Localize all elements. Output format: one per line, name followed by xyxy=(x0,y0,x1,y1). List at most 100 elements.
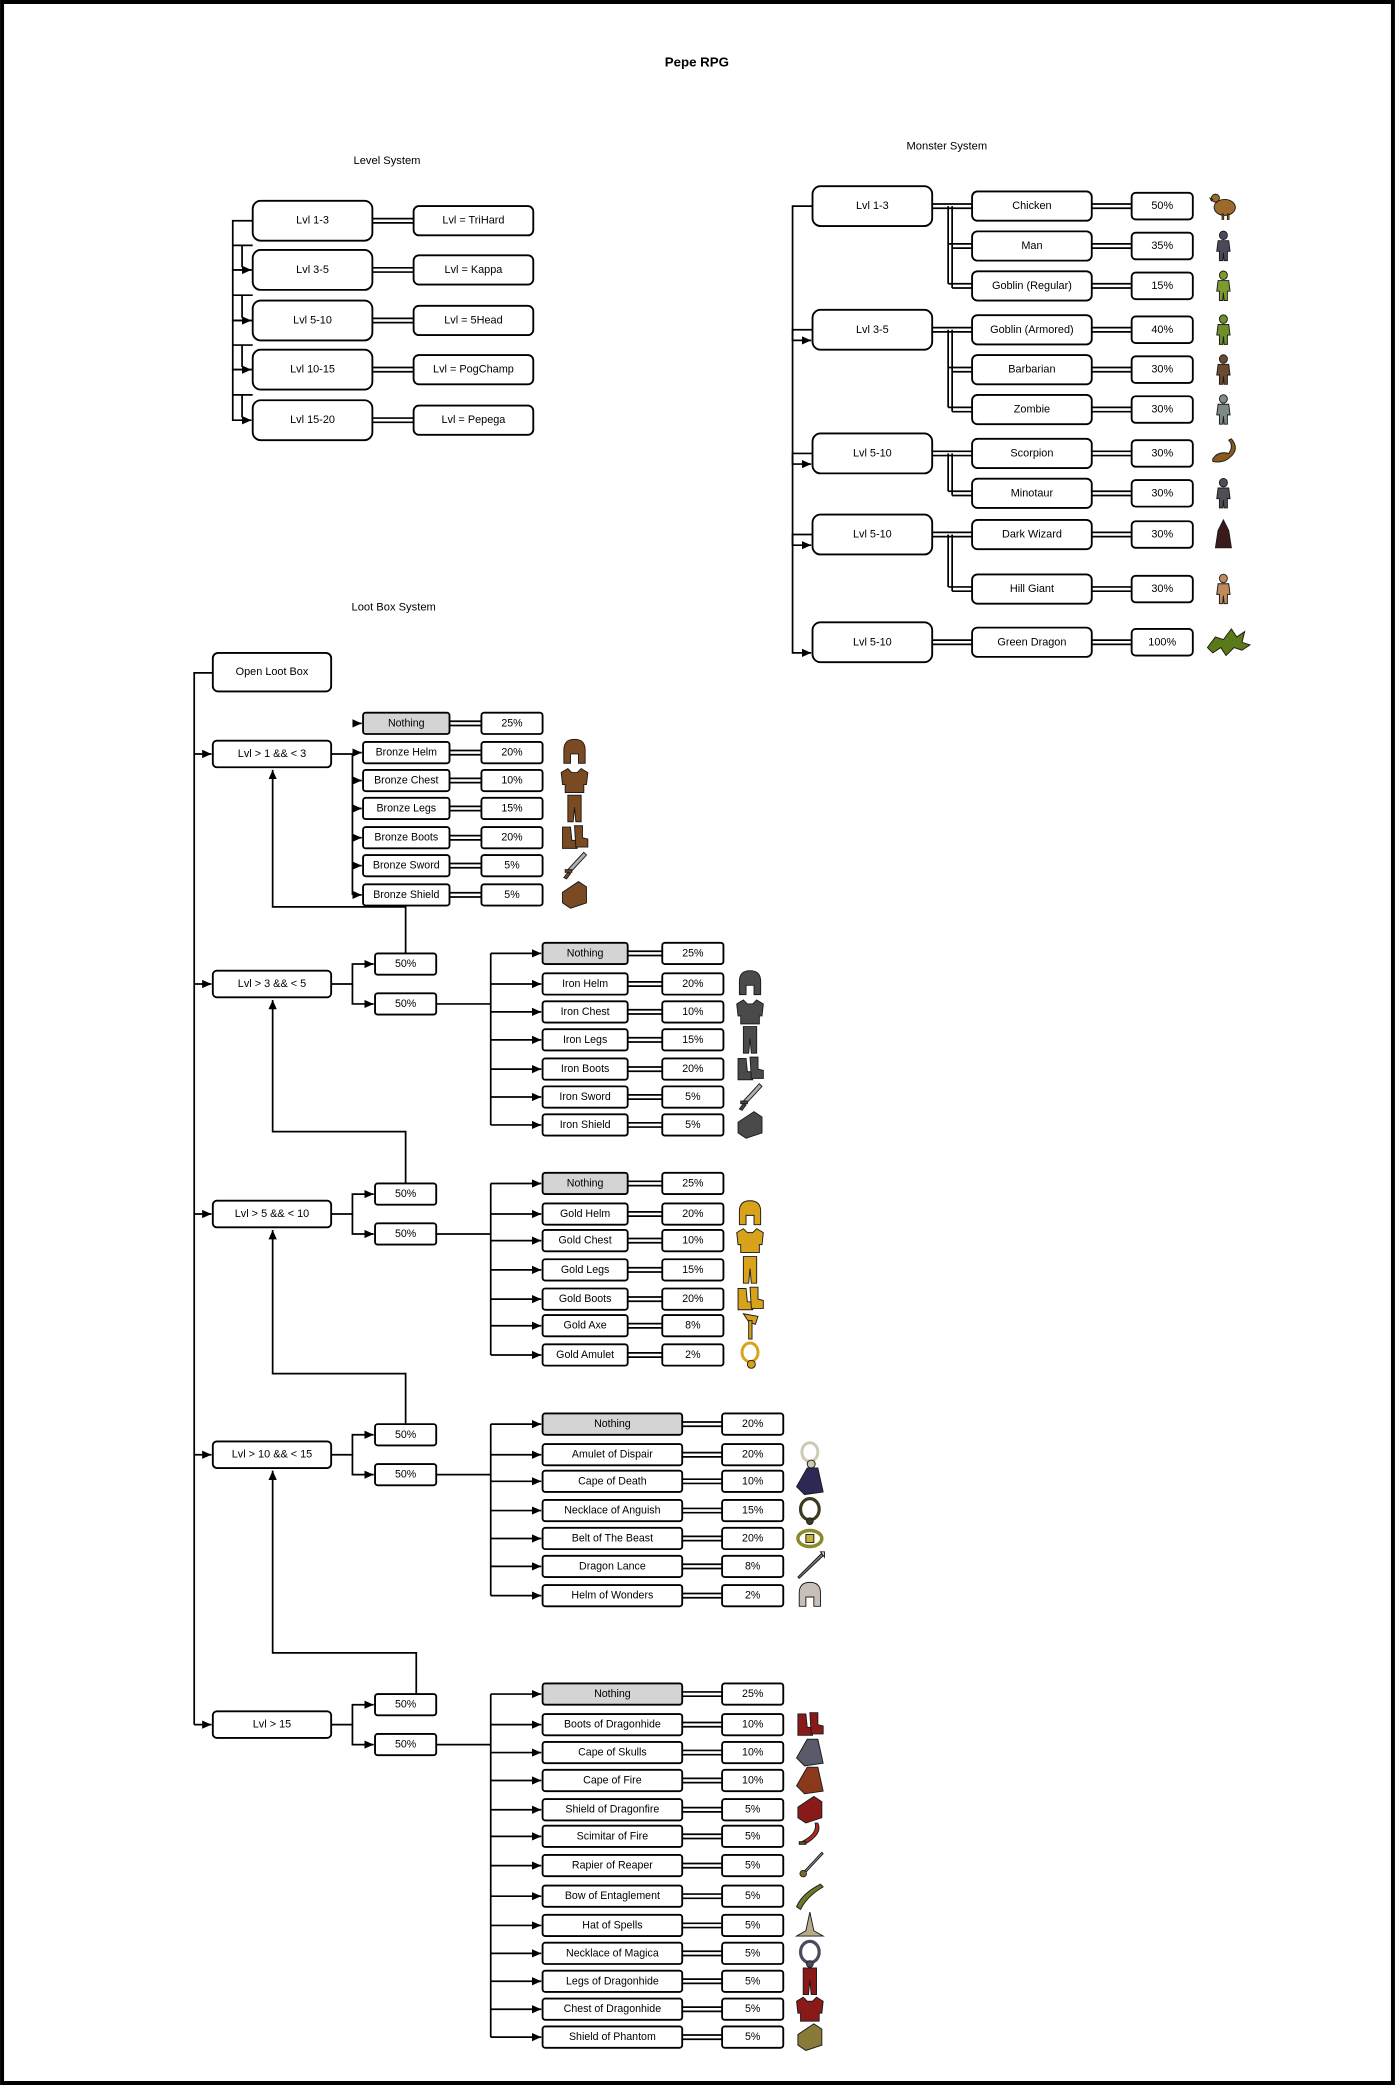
item-node xyxy=(541,1554,684,1578)
monster-chance-node xyxy=(1130,231,1194,261)
monster-chance-node xyxy=(1130,479,1194,508)
item-node xyxy=(541,1314,629,1338)
item-name: Cape of Death xyxy=(578,1475,647,1487)
monster-level-label: Lvl 1-3 xyxy=(856,200,889,212)
cape-icon xyxy=(795,1766,824,1795)
monster-name: Man xyxy=(1021,240,1042,252)
monster-chance: 15% xyxy=(1151,280,1173,292)
level-title-node xyxy=(412,205,535,237)
amulet-icon xyxy=(800,1441,820,1469)
item-chance: 20% xyxy=(682,1293,704,1305)
item-name: Nothing xyxy=(388,717,425,729)
item-chance-node xyxy=(721,1526,785,1551)
monster-chance-node xyxy=(1130,439,1194,468)
loot-box-heading: Loot Box System xyxy=(351,602,435,614)
item-chance-node xyxy=(661,1028,725,1052)
item-name: Rapier of Reaper xyxy=(572,1860,653,1872)
chestplate-icon xyxy=(736,999,764,1025)
item-node xyxy=(362,768,451,793)
open-loot-box-label: Open Loot Box xyxy=(236,666,309,678)
split-arrow xyxy=(351,983,374,1009)
monster-chance: 30% xyxy=(1151,447,1173,459)
monster-level-label: Lvl 3-5 xyxy=(856,324,889,336)
monster-node xyxy=(971,626,1093,658)
item-chance: 10% xyxy=(742,1475,764,1487)
monster-chance: 30% xyxy=(1151,364,1173,376)
monster-chance-node xyxy=(1130,628,1194,657)
item-chance: 20% xyxy=(742,1418,764,1430)
item-node xyxy=(541,1171,629,1196)
item-chance: 5% xyxy=(685,1119,701,1131)
item-chance-node xyxy=(721,1824,785,1848)
item-name: Gold Legs xyxy=(561,1264,609,1276)
tier-label: Lvl > 3 && < 5 xyxy=(238,978,306,990)
chicken-icon xyxy=(1209,193,1236,220)
split-chance: 50% xyxy=(395,1429,417,1441)
item-chance: 25% xyxy=(682,1177,704,1189)
monster-level-label: Lvl 5-10 xyxy=(853,529,892,541)
monster-chance: 35% xyxy=(1151,240,1173,252)
item-node xyxy=(362,883,451,907)
item-name: Gold Axe xyxy=(564,1320,607,1332)
item-chance: 15% xyxy=(682,1034,704,1046)
item-chance: 10% xyxy=(682,1006,704,1018)
item-chance: 5% xyxy=(745,1919,761,1931)
zombie-icon xyxy=(1216,394,1231,425)
item-node xyxy=(541,1824,684,1848)
item-chance-node xyxy=(661,1343,725,1367)
cape-icon xyxy=(795,1738,824,1767)
item-name: Belt of The Beast xyxy=(572,1532,653,1544)
item-chance: 15% xyxy=(682,1264,704,1276)
chestplate-icon xyxy=(560,767,589,793)
legs-icon xyxy=(802,1967,817,1996)
cape-icon xyxy=(795,1467,824,1496)
item-node xyxy=(541,1343,629,1367)
item-node xyxy=(541,1713,684,1737)
item-node xyxy=(541,1113,629,1137)
item-chance: 5% xyxy=(745,1890,761,1902)
bow-icon xyxy=(795,1883,824,1911)
page-title: Pepe RPG xyxy=(665,54,729,69)
item-name: Necklace of Anguish xyxy=(564,1505,660,1517)
monster-name: Minotaur xyxy=(1011,487,1054,499)
item-name: Chest of Dragonhide xyxy=(564,2003,662,2015)
level-node xyxy=(251,399,374,442)
item-name: Iron Legs xyxy=(563,1034,607,1046)
monster-name: Scorpion xyxy=(1010,447,1053,459)
monster-node xyxy=(971,393,1093,426)
monster-chance: 30% xyxy=(1151,404,1173,416)
split-chance: 50% xyxy=(395,1699,417,1711)
level-system-heading: Level System xyxy=(354,155,421,167)
level-label: Lvl 15-20 xyxy=(290,414,335,426)
item-name: Shield of Phantom xyxy=(569,2031,656,2043)
monster-node xyxy=(971,314,1093,346)
monster-name: Goblin (Regular) xyxy=(992,280,1072,292)
item-chance-node xyxy=(721,1798,785,1822)
item-chance: 20% xyxy=(501,832,523,844)
item-name: Gold Helm xyxy=(560,1208,610,1220)
level-label: Lvl 5-10 xyxy=(293,314,332,326)
item-chance-node xyxy=(721,1469,785,1493)
item-chance-node xyxy=(721,1412,785,1436)
monster-node xyxy=(971,270,1093,302)
monster-node xyxy=(971,573,1093,605)
item-name: Iron Sword xyxy=(559,1091,610,1103)
item-chance: 20% xyxy=(682,1208,704,1220)
shield-icon xyxy=(797,2023,823,2051)
level-title-node xyxy=(412,304,535,337)
monster-level-label: Lvl 5-10 xyxy=(853,447,892,459)
helm-icon xyxy=(798,1581,821,1607)
item-chance: 25% xyxy=(501,717,523,729)
item-node xyxy=(541,1412,684,1436)
monster-chance: 40% xyxy=(1151,324,1173,336)
item-node xyxy=(541,1258,629,1282)
item-chance: 5% xyxy=(504,860,520,872)
level-label: Lvl 1-3 xyxy=(296,215,329,227)
item-chance-node xyxy=(661,1171,725,1196)
item-chance-node xyxy=(661,1229,725,1253)
necklace-icon xyxy=(798,1939,821,1968)
item-chance: 25% xyxy=(742,1688,764,1700)
item-name: Scimitar of Fire xyxy=(577,1830,649,1842)
